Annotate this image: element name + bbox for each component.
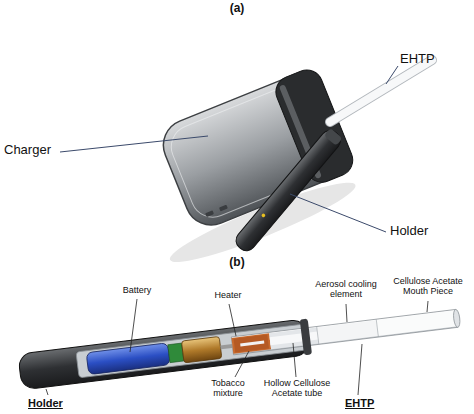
- component-heading: Holder: [28, 397, 63, 409]
- part-label: Aerosol cooling element: [308, 280, 384, 300]
- panel-letter: (a): [222, 2, 252, 15]
- cutaway-illustration: [18, 300, 462, 390]
- part-label: Heater: [206, 291, 250, 301]
- part-label: Holder: [390, 224, 428, 238]
- part-label: Charger: [4, 143, 51, 157]
- leader-lines-a: [60, 66, 398, 232]
- holder-illustration: [232, 127, 344, 255]
- part-label: EHTP: [400, 52, 435, 66]
- part-label: Cellulose Acetate Mouth Piece: [386, 277, 470, 297]
- component-heading: EHTP: [345, 397, 374, 409]
- part-label: Hollow Cellulose Acetate tube: [256, 379, 338, 399]
- part-label: Tobacco mixture: [204, 379, 252, 399]
- charger-illustration: [123, 65, 368, 273]
- part-label: Battery: [112, 286, 162, 296]
- panel-letter: (b): [222, 256, 252, 269]
